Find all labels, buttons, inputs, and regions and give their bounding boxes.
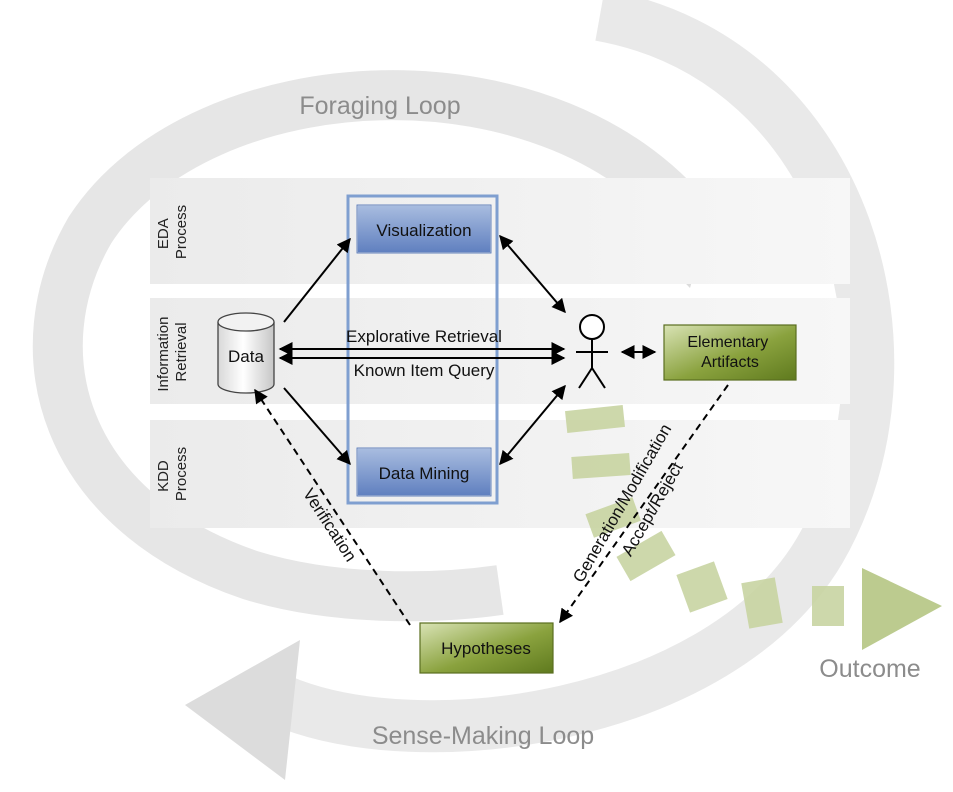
sense-making-loop-label: Sense-Making Loop — [372, 722, 594, 750]
data-cylinder[interactable]: Data — [217, 312, 275, 394]
outcome-segment — [812, 586, 844, 626]
outcome-segment — [741, 577, 783, 629]
visualization-user-edge — [499, 234, 566, 314]
outcome-trail — [565, 405, 844, 629]
outcome-segment — [585, 497, 641, 538]
user-figure — [576, 314, 608, 389]
lane-kdd — [150, 420, 850, 528]
lane-eda — [150, 178, 850, 284]
outcome-segment — [571, 453, 631, 479]
data-to-data-mining-edge — [283, 387, 351, 466]
sense-making-loop — [185, 0, 895, 780]
data-label: Data — [228, 347, 264, 366]
outcome-segment — [676, 561, 728, 613]
hypotheses-label: Hypotheses — [441, 639, 531, 658]
foraging-loop-label: Foraging Loop — [299, 92, 460, 120]
sense-making-arrowhead — [185, 640, 300, 780]
visualization-label: Visualization — [376, 221, 471, 240]
lane-ir-label: Information Retrieval — [155, 312, 190, 391]
elementary-artifacts-label: Elementary Artifacts — [687, 334, 772, 371]
known-item-query-label: Known Item Query — [354, 361, 495, 380]
lane-kdd-label: KDD Process — [155, 447, 190, 501]
data-mining-label: Data Mining — [379, 464, 470, 483]
data-to-visualization-edge — [283, 237, 351, 323]
verification-edge — [254, 388, 411, 626]
elementary-artifacts-node[interactable]: Elementary Artifacts — [663, 324, 797, 381]
generation-edge — [559, 384, 729, 624]
data-mining-node[interactable]: Data Mining — [356, 447, 492, 497]
outcome-segment — [565, 405, 625, 433]
lane-eda-label: EDA Process — [155, 205, 190, 259]
outcome-arrowhead — [862, 568, 942, 650]
data-mining-user-edge — [499, 384, 566, 466]
visualization-node[interactable]: Visualization — [356, 204, 492, 254]
outcome-segment — [616, 530, 676, 582]
outcome-label: Outcome — [819, 655, 920, 683]
hypotheses-node[interactable]: Hypotheses — [419, 622, 554, 674]
explorative-retrieval-label: Explorative Retrieval — [346, 327, 502, 346]
